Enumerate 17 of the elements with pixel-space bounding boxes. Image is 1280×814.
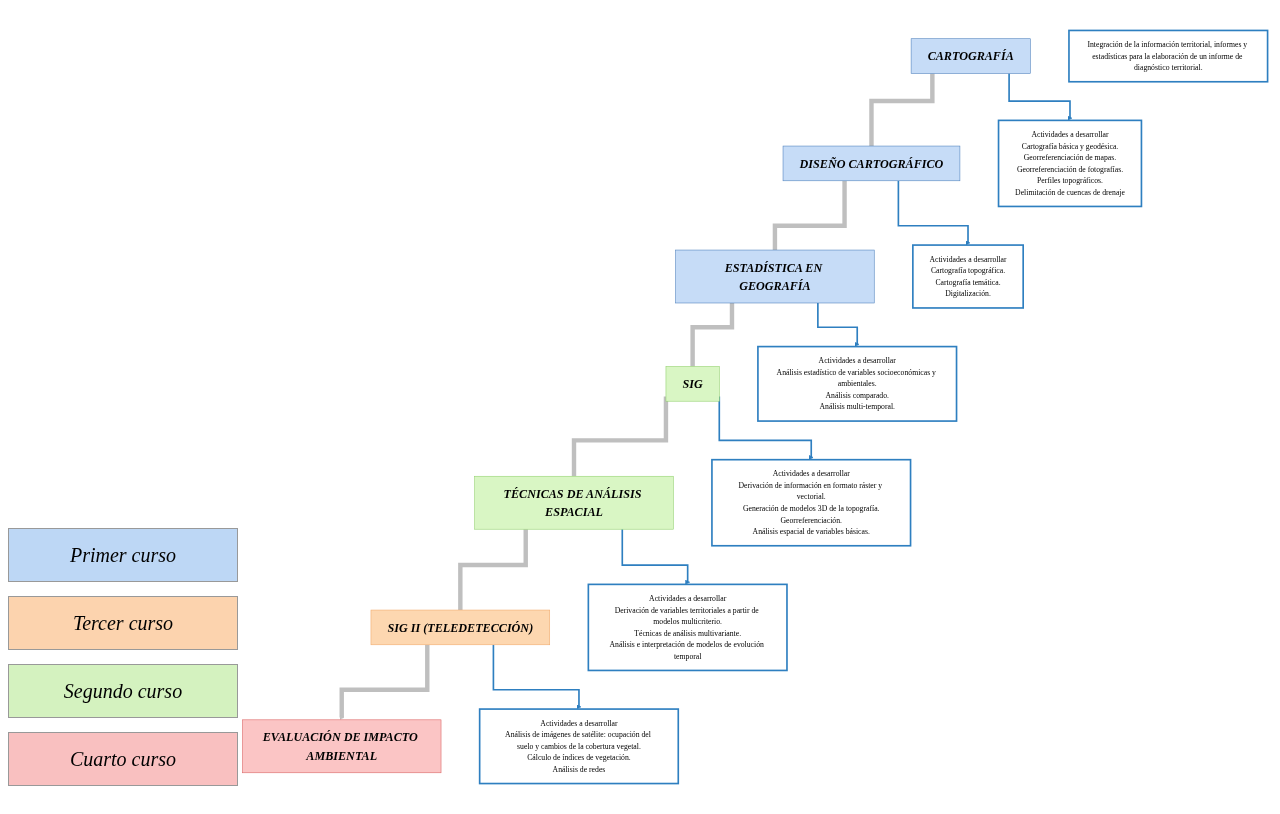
node-box: DISEÑO CARTOGRÁFICO — [782, 145, 961, 182]
arrow — [621, 528, 691, 585]
legend-swatch: Segundo curso — [8, 664, 238, 718]
arrow — [897, 179, 971, 246]
legend-swatch: Tercer curso — [8, 596, 238, 650]
node-box: EVALUACIÓN DE IMPACTO AMBIENTAL — [242, 719, 442, 774]
arrow — [339, 644, 430, 721]
legend-swatch: Cuarto curso — [8, 732, 238, 786]
node-box: TÉCNICAS DE ANÁLISIS ESPACIAL — [474, 475, 674, 530]
node-box: SIG — [665, 366, 720, 402]
arrow — [492, 643, 582, 710]
node-box: CARTOGRAFÍA — [910, 38, 1031, 74]
node-box: ESTADÍSTICA EN GEOGRAFÍA — [675, 249, 875, 304]
arrow — [1008, 72, 1073, 121]
node-box: SIG II (TELEDETECCIÓN) — [370, 609, 550, 646]
arrow — [817, 302, 860, 347]
legend-swatch: Primer curso — [8, 528, 238, 582]
